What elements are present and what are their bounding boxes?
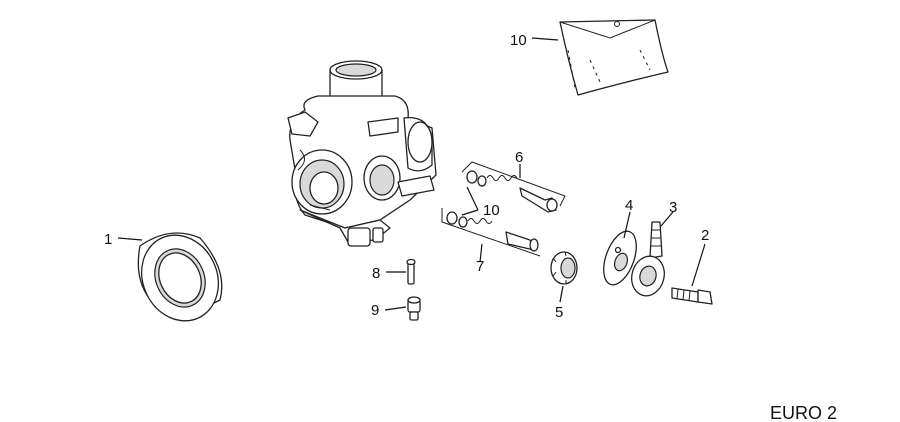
callout-2: 2 [701, 227, 709, 244]
edition-label: EURO 2 [770, 403, 837, 422]
gasket-kit-bag [559, 19, 669, 96]
leader-lines [117, 37, 706, 311]
callout-6: 6 [515, 149, 523, 166]
callout-4: 4 [625, 197, 633, 214]
float-needle-kit-upper [461, 161, 566, 213]
main-jet [407, 296, 421, 321]
carburettor-body [287, 60, 437, 247]
banjo-bolt [671, 287, 713, 305]
callout-8: 8 [372, 265, 380, 282]
callout-3: 3 [669, 199, 677, 216]
callout-5: 5 [555, 304, 563, 321]
callout-10-kit: 10 [483, 202, 500, 219]
jet-screw [406, 258, 416, 285]
choke-gear [550, 251, 578, 285]
gasket-washer [603, 230, 637, 286]
callout-10-bag: 10 [510, 32, 527, 49]
banjo-fitting [631, 221, 665, 297]
float-needle-kit-lower [441, 208, 541, 257]
callout-9: 9 [371, 302, 379, 319]
callout-7: 7 [476, 258, 484, 275]
callout-1: 1 [104, 231, 112, 248]
rubber-intake-sleeve [137, 232, 223, 322]
